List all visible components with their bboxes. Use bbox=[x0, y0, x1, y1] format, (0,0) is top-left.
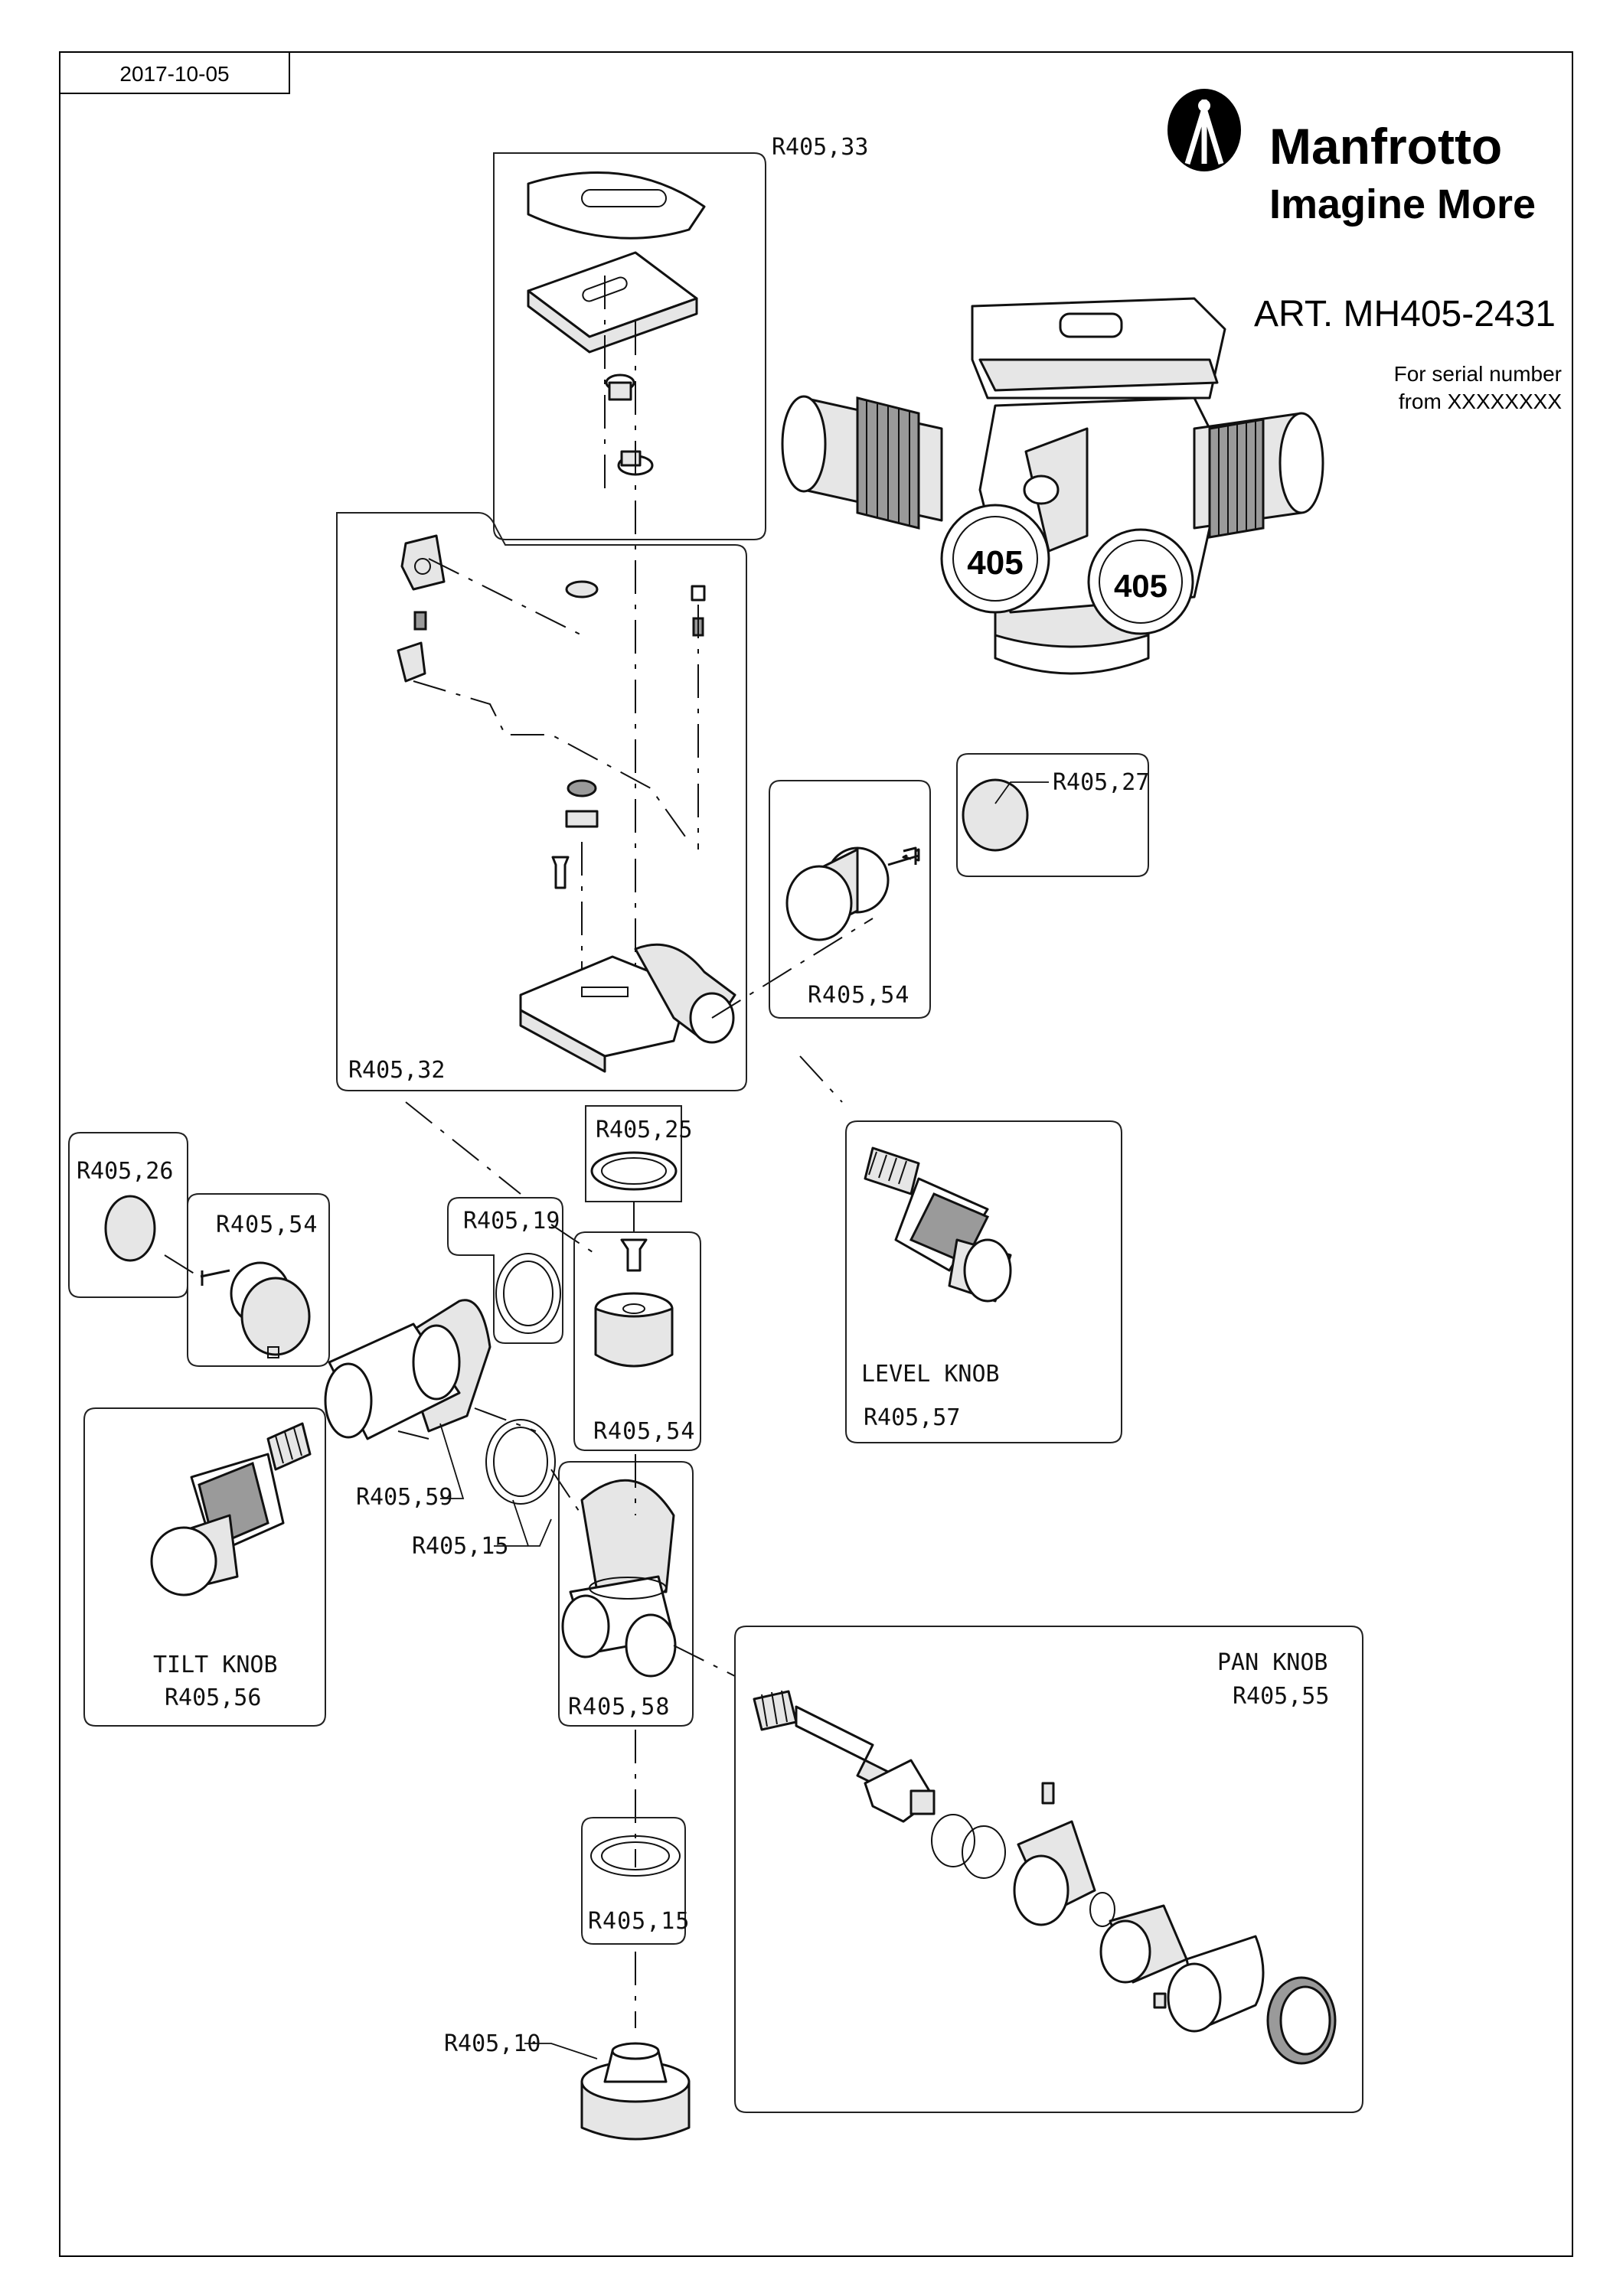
label-r405-33: R405,33 bbox=[772, 134, 868, 161]
safety-catch bbox=[397, 641, 426, 683]
top-clamp-body bbox=[519, 943, 736, 1073]
brand-name: Manfrotto bbox=[1269, 118, 1502, 174]
washer-r405-15-a bbox=[485, 1419, 556, 1505]
pan-knob-drawing bbox=[753, 1690, 1337, 2065]
serial-line-2: from XXXXXXXX bbox=[1399, 390, 1563, 413]
label-r405-15-b: R405,15 bbox=[588, 1908, 690, 1935]
label-r405-19: R405,19 bbox=[463, 1208, 560, 1234]
assembled-head-illustration: 405 405 bbox=[781, 297, 1324, 675]
group-box-r405-26 bbox=[68, 1132, 188, 1298]
knob-bushing-left bbox=[200, 1261, 311, 1358]
label-r405-55: R405,55 bbox=[1233, 1683, 1329, 1710]
cover-disc-left bbox=[104, 1195, 156, 1262]
plate-screw bbox=[605, 373, 635, 401]
grub-screw bbox=[691, 585, 706, 602]
group-box-r405-32 bbox=[336, 512, 747, 1091]
label-r405-15-a: R405,15 bbox=[412, 1533, 508, 1560]
plate-pad bbox=[527, 171, 706, 240]
label-r405-25: R405,25 bbox=[596, 1117, 692, 1143]
bolt bbox=[551, 856, 570, 889]
label-r405-56: R405,56 bbox=[165, 1684, 261, 1711]
label-r405-58: R405,58 bbox=[568, 1694, 670, 1720]
o-ring bbox=[567, 779, 597, 797]
group-box-r405-27 bbox=[956, 753, 1149, 877]
serial-line-1: For serial number bbox=[1394, 362, 1562, 386]
group-box-r405-15-b bbox=[581, 1817, 686, 1945]
dial-right-text: 405 bbox=[1114, 568, 1167, 604]
knob-nut bbox=[565, 580, 599, 598]
dial-left-text: 405 bbox=[967, 544, 1023, 582]
group-box-tilt-knob bbox=[83, 1407, 326, 1727]
quick-release-plate bbox=[527, 251, 698, 354]
hex-nut bbox=[565, 810, 599, 828]
label-r405-54-left: R405,54 bbox=[216, 1212, 318, 1238]
spring-pin bbox=[413, 611, 427, 631]
group-box-r405-58 bbox=[558, 1461, 694, 1727]
cover-disc bbox=[962, 778, 1029, 852]
base-r405-10 bbox=[580, 2042, 691, 2141]
washer-r405-15-b bbox=[590, 1835, 681, 1877]
label-r405-26: R405,26 bbox=[77, 1158, 173, 1185]
group-box-r405-54-left bbox=[187, 1193, 330, 1367]
label-r405-32: R405,32 bbox=[348, 1057, 445, 1084]
knob-bushing-top bbox=[785, 846, 920, 941]
right-knob-drawing bbox=[1193, 412, 1324, 539]
label-r405-27: R405,27 bbox=[1053, 769, 1149, 796]
group-box-r405-54-top bbox=[769, 780, 931, 1019]
pan-body-r405-58 bbox=[561, 1479, 677, 1678]
short-screw bbox=[887, 846, 919, 866]
level-knob-drawing bbox=[864, 1146, 1012, 1303]
group-box-r405-19 bbox=[447, 1197, 563, 1344]
dial-right bbox=[1087, 528, 1194, 635]
label-r405-57: R405,57 bbox=[864, 1404, 960, 1431]
label-r405-54-mid: R405,54 bbox=[593, 1418, 695, 1445]
date-tab bbox=[59, 51, 290, 94]
label-r405-54-top: R405,54 bbox=[808, 982, 909, 1009]
group-box-pan-knob bbox=[734, 1626, 1363, 2113]
left-knob-drawing bbox=[781, 395, 943, 530]
washer-r405-19 bbox=[495, 1253, 561, 1334]
label-pan-knob: PAN KNOB bbox=[1217, 1649, 1328, 1676]
manfrotto-logo bbox=[1167, 89, 1241, 171]
group-box-level-knob bbox=[845, 1120, 1122, 1443]
group-box-r405-33 bbox=[493, 152, 766, 540]
lever-latch bbox=[400, 534, 446, 591]
tilt-body-r405-59 bbox=[324, 1299, 491, 1440]
date-label: 2017-10-05 bbox=[119, 62, 229, 86]
knob-bushing-mid bbox=[594, 1238, 674, 1368]
label-level-knob: LEVEL KNOB bbox=[861, 1361, 1000, 1388]
drawing-frame bbox=[59, 51, 1573, 2257]
tilt-knob-drawing bbox=[150, 1422, 312, 1596]
label-tilt-knob: TILT KNOB bbox=[153, 1652, 278, 1678]
brand-tagline: Imagine More bbox=[1269, 181, 1536, 227]
group-box-r405-54-mid bbox=[573, 1231, 701, 1451]
label-r405-59: R405,59 bbox=[356, 1484, 452, 1511]
dial-left bbox=[940, 504, 1050, 614]
article-number: ART. MH405-2431 bbox=[1254, 294, 1556, 334]
